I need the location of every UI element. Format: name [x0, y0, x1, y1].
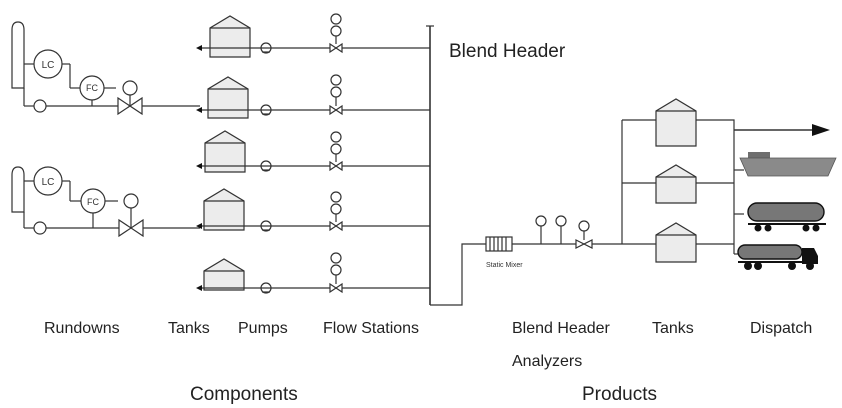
dispatch-manifold [696, 119, 735, 254]
product-tank-2 [655, 164, 697, 204]
lc-label-1: LC [42, 60, 55, 71]
fc-label-2: FC [87, 197, 99, 207]
rundown-unit-1 [11, 21, 200, 116]
rail-tank-car-icon [747, 202, 826, 232]
tanker-truck-icon [737, 244, 818, 270]
pipeline-arrow-icon [812, 124, 830, 136]
fc-label-1: FC [86, 83, 98, 93]
column-label-analyzers: Analyzers [512, 353, 583, 370]
component-tank-5 [203, 258, 245, 291]
column-label-blend-header: Blend Header [512, 320, 610, 337]
rundown-pump [33, 221, 47, 235]
control-valve [117, 96, 143, 116]
component-tank-3 [204, 130, 246, 173]
lc-label-2: LC [42, 177, 55, 188]
component-tank-4 [203, 188, 245, 231]
column-label-tanks: Tanks [168, 320, 210, 337]
flow-station-4 [329, 191, 343, 232]
product-tank-3 [655, 222, 697, 263]
rundown-pump [33, 99, 47, 113]
product-tank-1 [655, 98, 697, 147]
rundown-vessel [11, 166, 25, 213]
blend-header-title: Blend Header [449, 41, 566, 62]
static-mixer [485, 236, 513, 252]
component-tank-1 [209, 15, 251, 58]
group-label-products: Products [582, 384, 657, 405]
column-label-flow-stations: Flow Stations [323, 320, 420, 337]
rundown-vessel [11, 21, 25, 89]
analyzer-instruments [535, 215, 593, 249]
column-label-rundowns: Rundowns [44, 320, 120, 337]
column-label-dispatch: Dispatch [750, 320, 813, 337]
header-outlet-line [430, 243, 486, 306]
column-label-pumps: Pumps [238, 320, 288, 337]
flow-station-2 [329, 74, 343, 116]
group-label-components: Components [190, 384, 298, 405]
column-label-product-tanks: Tanks [652, 320, 694, 337]
rundown-unit-2 [11, 166, 200, 238]
flow-station-3 [329, 131, 343, 172]
flow-station-5 [329, 252, 343, 294]
ship-icon [739, 152, 837, 177]
component-tank-2 [207, 76, 249, 119]
control-valve [118, 218, 144, 238]
static-mixer-label: Static Mixer [486, 262, 523, 269]
flow-station-1 [329, 13, 343, 54]
